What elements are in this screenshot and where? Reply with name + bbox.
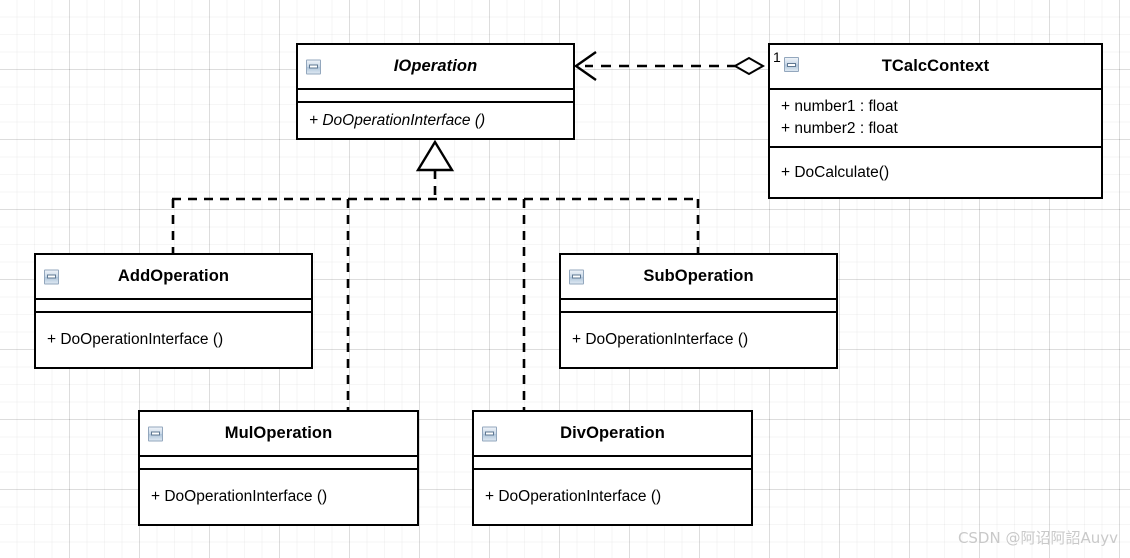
class-name-muloperation: MulOperation — [224, 424, 333, 442]
attributes-compartment-tcalccontext: + number1 : float + number2 : float — [770, 90, 1101, 146]
class-header-divoperation: DivOperation — [474, 412, 751, 457]
class-name-ioperation: IOperation — [393, 57, 478, 75]
collapse-minus-icon[interactable] — [44, 269, 59, 284]
operation-item: + DoCalculate() — [781, 163, 890, 181]
class-box-muloperation[interactable]: MulOperation + DoOperationInterface () — [138, 410, 419, 526]
class-name-tcalccontext: TCalcContext — [881, 57, 990, 75]
attributes-compartment-suboperation — [561, 300, 836, 311]
class-box-divoperation[interactable]: DivOperation + DoOperationInterface () — [472, 410, 753, 526]
watermark-text: CSDN @阿诏阿詔Auyv — [957, 529, 1118, 547]
open-arrow-decoration — [573, 51, 597, 81]
operations-compartment-suboperation: + DoOperationInterface () — [561, 311, 836, 367]
class-header-muloperation: MulOperation — [140, 412, 417, 457]
operations-compartment-divoperation: + DoOperationInterface () — [474, 468, 751, 524]
class-header-ioperation: IOperation — [298, 45, 573, 90]
attributes-compartment-divoperation — [474, 457, 751, 468]
class-name-suboperation: SubOperation — [643, 267, 754, 285]
class-box-ioperation[interactable]: IOperation + DoOperationInterface () — [296, 43, 575, 140]
link-tcalccontext-to-ioperation[interactable] — [573, 51, 766, 81]
collapse-minus-icon[interactable] — [148, 426, 163, 441]
attributes-compartment-muloperation — [140, 457, 417, 468]
attribute-item: + number1 : float — [781, 98, 898, 115]
attribute-item: + number2 : float — [781, 120, 898, 137]
attributes-compartment-ioperation — [298, 90, 573, 101]
multiplicity-label: 1 — [773, 49, 781, 65]
attributes-compartment-addoperation — [36, 300, 311, 311]
collapse-minus-icon[interactable] — [784, 57, 799, 72]
operations-compartment-tcalccontext: + DoCalculate() — [770, 146, 1101, 197]
class-header-tcalccontext: 1 TCalcContext — [770, 45, 1101, 90]
collapse-minus-icon[interactable] — [569, 269, 584, 284]
class-header-suboperation: SubOperation — [561, 255, 836, 300]
hollow-triangle-decoration — [415, 139, 455, 172]
collapse-minus-icon[interactable] — [306, 59, 321, 74]
operation-item: + DoOperationInterface () — [47, 331, 224, 348]
operations-compartment-ioperation: + DoOperationInterface () — [298, 101, 573, 138]
collapse-minus-icon[interactable] — [482, 426, 497, 441]
class-header-addoperation: AddOperation — [36, 255, 311, 300]
operation-item: + DoOperationInterface () — [572, 331, 749, 348]
class-box-addoperation[interactable]: AddOperation + DoOperationInterface () — [34, 253, 313, 369]
class-name-divoperation: DivOperation — [560, 424, 665, 442]
hollow-diamond-decoration — [732, 56, 766, 76]
class-box-suboperation[interactable]: SubOperation + DoOperationInterface () — [559, 253, 838, 369]
operations-compartment-muloperation: + DoOperationInterface () — [140, 468, 417, 524]
operation-item: + DoOperationInterface () — [151, 488, 328, 505]
operation-item: + DoOperationInterface () — [485, 488, 662, 505]
class-name-addoperation: AddOperation — [117, 267, 230, 285]
operations-compartment-addoperation: + DoOperationInterface () — [36, 311, 311, 367]
operation-item: + DoOperationInterface () — [309, 111, 486, 129]
class-box-tcalccontext[interactable]: 1 TCalcContext + number1 : float + numbe… — [768, 43, 1103, 199]
